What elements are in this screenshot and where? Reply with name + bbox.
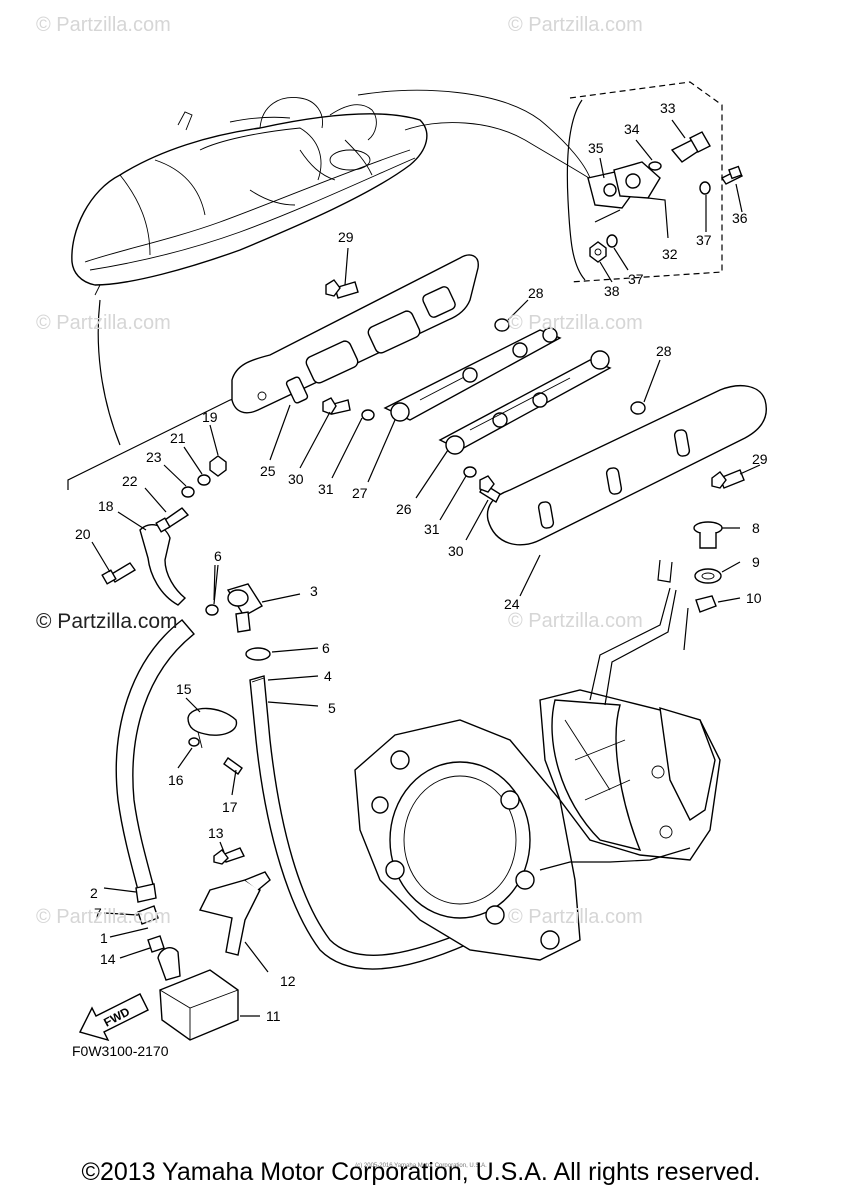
water-tubes (383, 327, 612, 455)
callout-6-bottom: 6 (322, 640, 330, 656)
callout-13: 13 (208, 825, 224, 841)
callout-30-right: 30 (448, 543, 464, 559)
copyright-footer: ©2013 Yamaha Motor Corporation, U.S.A. A… (81, 1158, 761, 1186)
callout-21: 21 (170, 430, 186, 446)
watercraft-illustration (71, 89, 593, 296)
callout-36: 36 (732, 210, 748, 226)
callout-15: 15 (176, 681, 192, 697)
callout-8: 8 (752, 520, 760, 536)
callout-19: 19 (202, 409, 218, 425)
callout-17: 17 (222, 799, 238, 815)
callout-25: 25 (260, 463, 276, 479)
callout-28-left: 28 (528, 285, 544, 301)
callout-6-top: 6 (214, 548, 222, 564)
small-credit: (c) 2005-2016 Yamaha Motor Corporation, … (355, 1163, 487, 1169)
water-outlet-group (566, 81, 744, 283)
hose-clamp (187, 707, 243, 775)
jet-pump-housing (354, 587, 721, 961)
callout-2: 2 (90, 885, 98, 901)
plug-assembly (657, 521, 723, 651)
callout-5: 5 (328, 700, 336, 716)
callout-37-left: 37 (628, 271, 644, 287)
watermark-mid-left: © Partzilla.com (36, 312, 171, 334)
callout-23: 23 (146, 449, 162, 465)
callout-12: 12 (280, 973, 296, 989)
callout-numbers: 1 2 3 4 5 6 6 7 8 9 10 11 12 13 14 15 16… (75, 100, 768, 1024)
callout-22: 22 (122, 473, 138, 489)
watermark-bottom-left: © Partzilla.com (36, 906, 171, 928)
callout-16: 16 (168, 772, 184, 788)
callout-29-right: 29 (752, 451, 768, 467)
callout-34: 34 (624, 121, 640, 137)
callout-24: 24 (504, 596, 520, 612)
bracket-group (67, 299, 301, 606)
callout-3: 3 (310, 583, 318, 599)
diagram-code: F0W3100-2170 (72, 1043, 169, 1059)
exhaust-cover-25 (231, 254, 479, 414)
bracket-12 (198, 847, 271, 956)
callout-28-right: 28 (656, 343, 672, 359)
leader-lines (91, 119, 761, 1017)
callout-33: 33 (660, 100, 676, 116)
callout-31-right: 31 (424, 521, 440, 537)
callout-26: 26 (396, 501, 412, 517)
watermark-center-right: © Partzilla.com (508, 610, 643, 632)
callout-4: 4 (324, 668, 332, 684)
fasteners (322, 279, 745, 504)
watermark-center-left: © Partzilla.com (36, 610, 178, 633)
callout-37-right: 37 (696, 232, 712, 248)
callout-14: 14 (100, 951, 116, 967)
callout-38: 38 (604, 283, 620, 299)
callout-11: 11 (266, 1008, 281, 1024)
callout-27: 27 (352, 485, 368, 501)
callout-10: 10 (746, 590, 762, 606)
watermark-top-left: © Partzilla.com (36, 14, 171, 36)
watermark-top-right: © Partzilla.com (508, 14, 643, 36)
callout-1: 1 (100, 930, 108, 946)
watermark-bottom-right: © Partzilla.com (508, 906, 643, 928)
valve-and-clamps (205, 564, 271, 661)
callout-32: 32 (662, 246, 678, 262)
callout-35: 35 (588, 140, 604, 156)
callout-31-left: 31 (318, 481, 334, 497)
watermark-mid-right: © Partzilla.com (508, 312, 643, 334)
callout-20: 20 (75, 526, 91, 542)
callout-29-top: 29 (338, 229, 354, 245)
water-box (78, 883, 239, 1042)
callout-7: 7 (94, 905, 102, 921)
callout-18: 18 (98, 498, 114, 514)
callout-9: 9 (752, 554, 760, 570)
callout-30-left: 30 (288, 471, 304, 487)
